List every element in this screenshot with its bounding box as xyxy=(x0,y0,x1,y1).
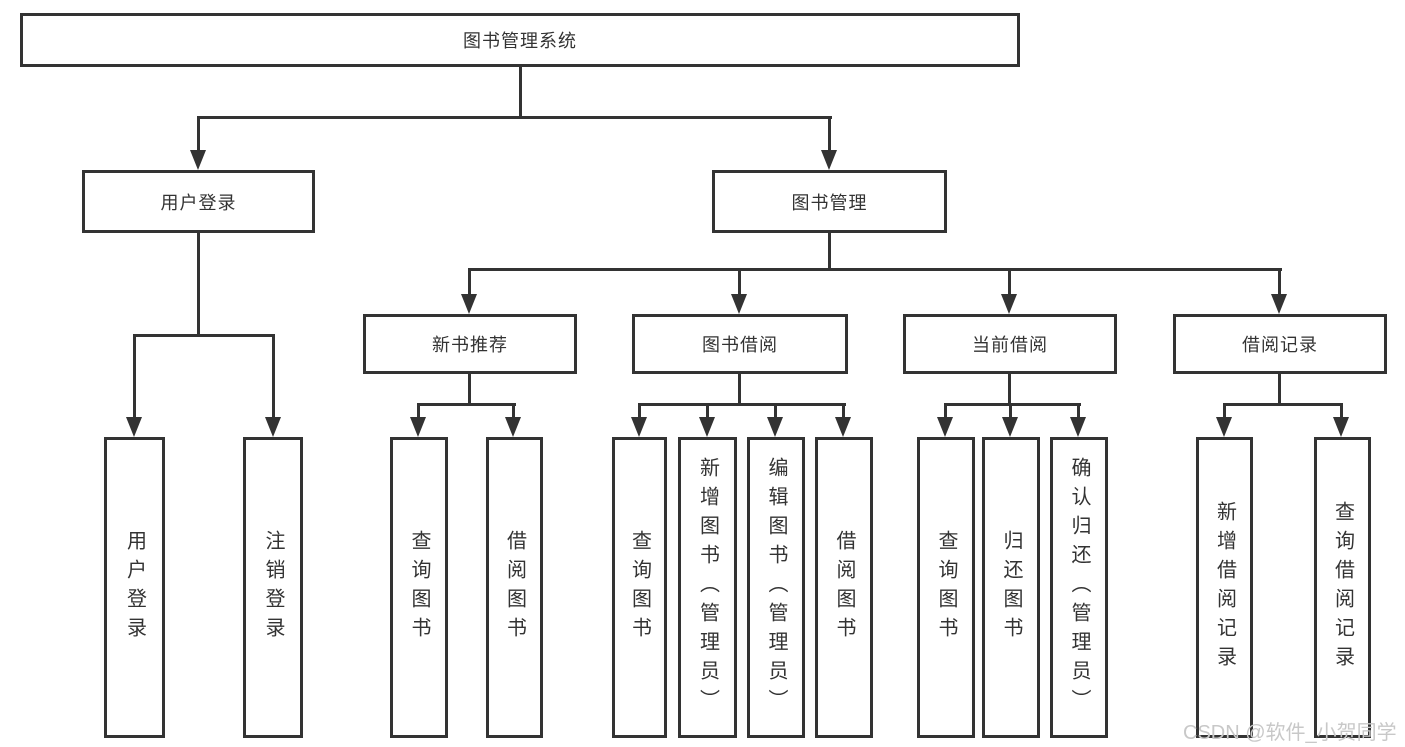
leaf-user-login: 用户登录 xyxy=(104,437,165,738)
connector-line xyxy=(133,334,136,420)
connector-line xyxy=(418,403,516,406)
arrowhead xyxy=(461,294,477,314)
leaf-recommend-query-book: 查询图书 xyxy=(390,437,448,738)
leaf-borrow-borrow-book: 借阅图书 xyxy=(815,437,873,738)
connector-line xyxy=(738,374,741,406)
leaf-record-add: 新增借阅记录 xyxy=(1196,437,1253,738)
connector-line xyxy=(1278,374,1281,406)
leaf-logout: 注销登录 xyxy=(243,437,303,738)
connector-line xyxy=(945,403,1081,406)
watermark: CSDN @软件_小贺同学 xyxy=(1183,722,1397,744)
connector-line xyxy=(706,403,709,421)
connector-line xyxy=(638,403,846,406)
node-current-borrow: 当前借阅 xyxy=(903,314,1117,374)
connector-line xyxy=(1008,374,1011,406)
arrowhead xyxy=(937,417,953,437)
connector-line xyxy=(828,116,831,156)
connector-line xyxy=(519,66,522,118)
arrowhead xyxy=(1333,417,1349,437)
leaf-current-query-book: 查询图书 xyxy=(917,437,975,738)
connector-line xyxy=(468,374,471,406)
leaf-borrow-query-book: 查询图书 xyxy=(612,437,667,738)
connector-line xyxy=(1077,403,1080,421)
arrowhead xyxy=(265,417,281,437)
arrowhead xyxy=(631,417,647,437)
node-library-system: 图书管理系统 xyxy=(20,13,1020,67)
connector-line xyxy=(468,268,471,298)
leaf-current-return-book: 归还图书 xyxy=(982,437,1040,738)
arrowhead xyxy=(1216,417,1232,437)
arrowhead xyxy=(410,417,426,437)
connector-line xyxy=(512,403,515,421)
connector-line xyxy=(1223,403,1226,421)
leaf-recommend-borrow-book: 借阅图书 xyxy=(486,437,543,738)
connector-line xyxy=(1278,268,1281,298)
connector-line xyxy=(197,233,200,337)
arrowhead xyxy=(505,417,521,437)
connector-line xyxy=(417,403,420,421)
leaf-record-query: 查询借阅记录 xyxy=(1314,437,1371,738)
arrowhead xyxy=(699,417,715,437)
connector-line xyxy=(1223,403,1343,406)
node-new-book-recommend: 新书推荐 xyxy=(363,314,577,374)
leaf-borrow-edit-book-admin: 编辑图书（管理员） xyxy=(747,437,805,738)
connector-line xyxy=(1009,403,1012,421)
arrowhead xyxy=(1002,417,1018,437)
connector-line xyxy=(197,116,200,156)
arrowhead xyxy=(190,150,206,170)
node-user-login: 用户登录 xyxy=(82,170,315,233)
arrowhead xyxy=(1001,294,1017,314)
connector-line xyxy=(1340,403,1343,421)
connector-line xyxy=(1008,268,1011,298)
connector-line xyxy=(774,403,777,421)
connector-line xyxy=(828,233,831,271)
arrowhead xyxy=(821,150,837,170)
leaf-borrow-add-book-admin: 新增图书（管理员） xyxy=(678,437,737,738)
arrowhead xyxy=(1070,417,1086,437)
connector-line xyxy=(638,403,641,421)
leaf-current-confirm-return-admin: 确认归还（管理员） xyxy=(1050,437,1108,738)
connector-line xyxy=(842,403,845,421)
connector-line xyxy=(272,334,275,420)
node-borrow-record: 借阅记录 xyxy=(1173,314,1387,374)
connector-line xyxy=(738,268,741,298)
arrowhead xyxy=(767,417,783,437)
arrowhead xyxy=(835,417,851,437)
connector-line xyxy=(469,268,1282,271)
connector-line xyxy=(133,334,275,337)
arrowhead xyxy=(731,294,747,314)
arrowhead xyxy=(1271,294,1287,314)
connector-line xyxy=(197,116,832,119)
connector-line xyxy=(944,403,947,421)
node-book-borrow: 图书借阅 xyxy=(632,314,848,374)
node-book-management: 图书管理 xyxy=(712,170,947,233)
arrowhead xyxy=(126,417,142,437)
